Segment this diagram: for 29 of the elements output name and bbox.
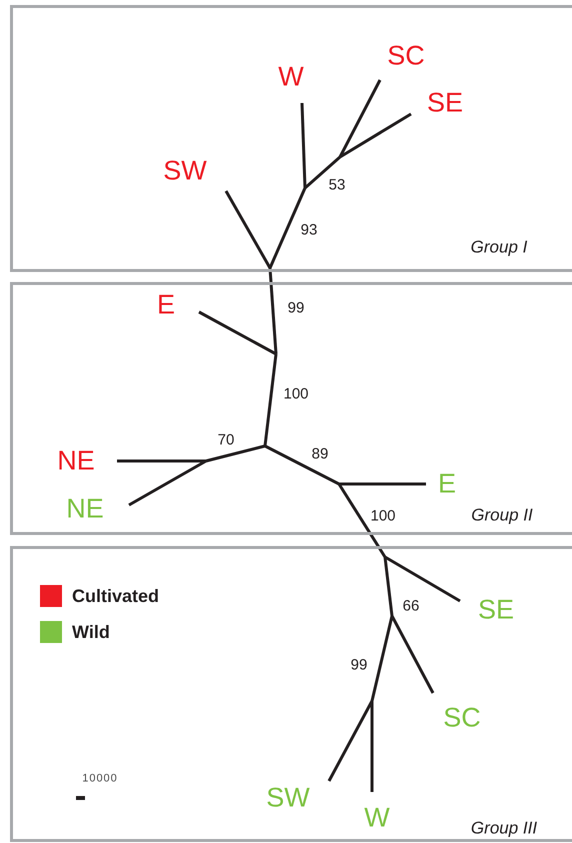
scale-label: 10000 <box>82 774 118 784</box>
bootstrap-value: 66 <box>402 598 420 614</box>
group-panel <box>10 282 572 535</box>
taxon-label: E <box>157 292 175 318</box>
taxon-label: NE <box>57 448 95 474</box>
group-label: Group II <box>471 506 533 524</box>
bootstrap-value: 100 <box>283 386 309 402</box>
group-label: Group I <box>470 238 528 256</box>
group-panel <box>10 5 572 272</box>
taxon-label: E <box>438 470 456 498</box>
bootstrap-value: 100 <box>370 508 396 524</box>
bootstrap-value: 99 <box>350 658 368 672</box>
taxon-label: SW <box>163 158 207 184</box>
bootstrap-value: 70 <box>218 432 234 448</box>
taxon-label: W <box>278 64 304 90</box>
taxon-label: SE <box>478 596 514 624</box>
taxon-label: W <box>364 804 390 832</box>
taxon-label: SE <box>426 90 464 116</box>
taxon-label: SC <box>443 704 481 732</box>
taxon-label: SC <box>387 42 425 70</box>
taxon-label: SW <box>266 784 310 812</box>
taxon-label: NE <box>66 496 104 522</box>
group-label: Group III <box>470 820 538 836</box>
bootstrap-value: 53 <box>328 178 346 192</box>
bootstrap-value: 99 <box>288 300 304 316</box>
legend-label: Wild <box>72 623 110 641</box>
bootstrap-value: 89 <box>312 446 328 462</box>
bootstrap-value: 93 <box>300 222 318 238</box>
legend-label: Cultivated <box>72 587 160 605</box>
